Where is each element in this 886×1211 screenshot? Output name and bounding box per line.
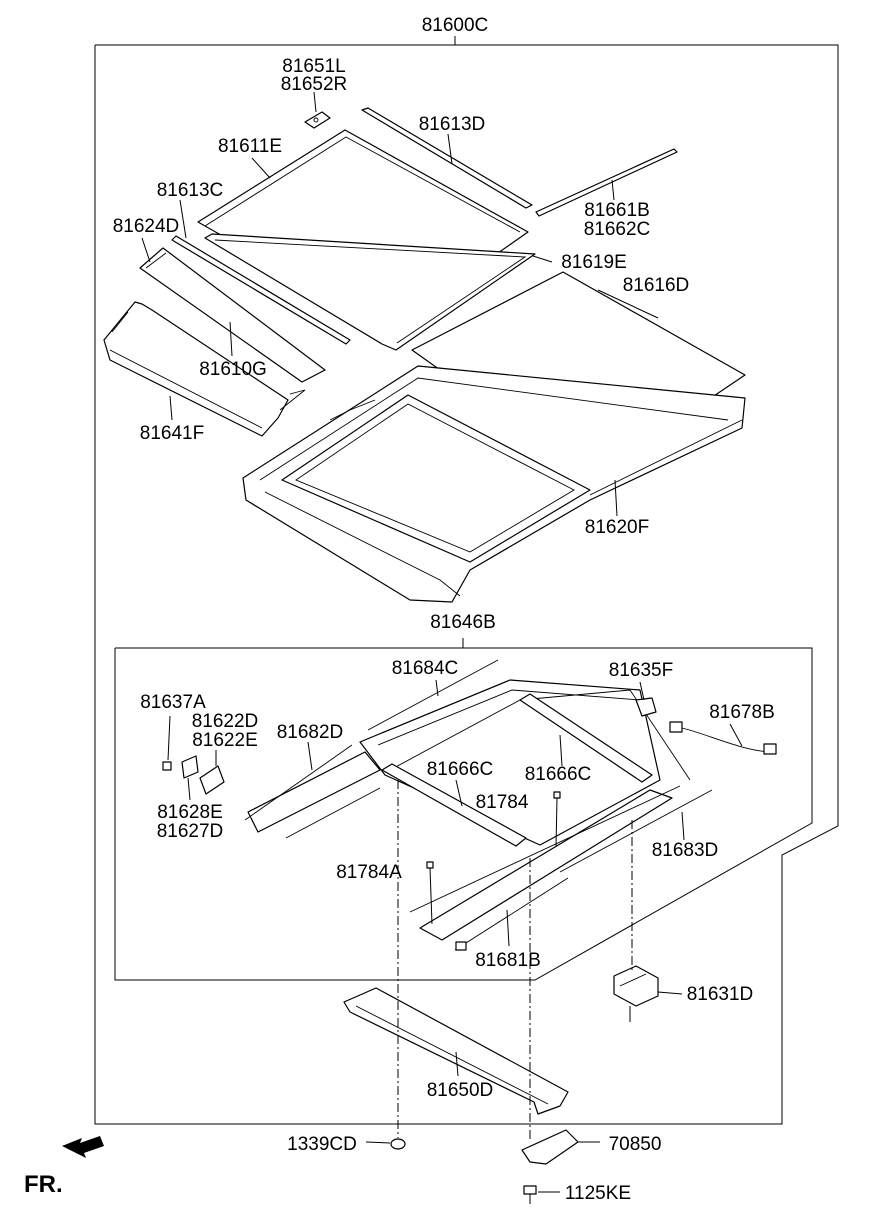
part-label-81666c-right: 81666C bbox=[525, 764, 592, 785]
bracket-70850 bbox=[521, 1129, 600, 1165]
weatherstrip-81613d bbox=[361, 107, 533, 209]
part-label-81652r: 81652R bbox=[281, 74, 348, 95]
part-label-81619e: 81619E bbox=[561, 252, 627, 273]
part-label-81637a: 81637A bbox=[140, 692, 206, 713]
part-label-81662c: 81662C bbox=[584, 219, 651, 240]
bracket-81651 bbox=[304, 91, 331, 129]
front-arrow-icon bbox=[62, 1136, 104, 1158]
molding-81661 bbox=[535, 148, 678, 217]
part-label-1339cd: 1339CD bbox=[287, 1134, 357, 1155]
part-label-81628e: 81628E bbox=[157, 802, 223, 823]
part-label-81627d: 81627D bbox=[157, 821, 224, 842]
main-frame-81620f bbox=[242, 365, 746, 603]
cross-member-81650d bbox=[343, 987, 569, 1115]
mechanism-subassembly-frame bbox=[114, 638, 813, 981]
cable-81684c bbox=[367, 659, 499, 731]
part-label-81622d: 81622D bbox=[192, 711, 259, 732]
mechanism bbox=[162, 659, 777, 951]
part-label-81683d: 81683D bbox=[652, 840, 719, 861]
part-label-81616d: 81616D bbox=[623, 275, 690, 296]
part-label-81650d: 81650D bbox=[427, 1080, 494, 1101]
rail-81682d bbox=[244, 741, 381, 839]
crossbar-81666c-left bbox=[381, 763, 527, 847]
bolt-81784 bbox=[553, 791, 561, 847]
link-81628e bbox=[181, 755, 199, 801]
wind-deflector-81641f bbox=[103, 301, 306, 437]
strip-81610g bbox=[229, 321, 233, 357]
part-label-81624d: 81624D bbox=[113, 216, 180, 237]
bracket-81635f bbox=[635, 681, 657, 717]
subassembly-label: 81646B bbox=[430, 612, 496, 633]
lower-parts bbox=[343, 780, 683, 1204]
part-label-81651l: 81651L bbox=[282, 56, 345, 77]
part-label-81635f: 81635F bbox=[609, 660, 673, 681]
assembly-title: 81600C bbox=[422, 15, 489, 36]
part-label-81641f: 81641F bbox=[140, 423, 204, 444]
labels: 81600C 81646B 81651L 81652R 81613D 81611… bbox=[113, 15, 775, 1204]
part-label-81784: 81784 bbox=[476, 792, 529, 813]
cable-81681b bbox=[454, 877, 569, 951]
harness-81678b bbox=[669, 721, 777, 755]
part-label-81610g: 81610G bbox=[199, 359, 267, 380]
rail-81683d bbox=[409, 785, 713, 941]
part-label-81613d: 81613D bbox=[419, 114, 486, 135]
front-direction-indicator: FR. bbox=[24, 1136, 104, 1198]
outer-assembly-frame bbox=[94, 36, 839, 1125]
strip-81613c bbox=[171, 199, 351, 345]
part-label-81682d: 81682D bbox=[277, 722, 344, 743]
part-label-81678b: 81678B bbox=[709, 702, 775, 723]
part-label-81661b: 81661B bbox=[584, 200, 650, 221]
deflector-81624d bbox=[139, 237, 326, 383]
part-label-81666c-left: 81666C bbox=[427, 759, 494, 780]
part-label-81620f: 81620F bbox=[585, 517, 649, 538]
part-label-81681b: 81681B bbox=[475, 950, 541, 971]
part-label-81613c: 81613C bbox=[157, 180, 224, 201]
crossbar-81666c-right bbox=[519, 693, 653, 783]
part-label-81631d: 81631D bbox=[687, 984, 754, 1005]
clip-81637a bbox=[162, 715, 172, 771]
part-label-81784a: 81784A bbox=[336, 862, 402, 883]
seal-81619e bbox=[204, 233, 553, 351]
part-label-1125ke: 1125KE bbox=[565, 1183, 631, 1204]
motor-81631d bbox=[613, 965, 683, 1022]
bolt-81784a bbox=[426, 861, 434, 925]
upper-panels bbox=[103, 91, 746, 603]
bracket-81622 bbox=[199, 750, 225, 795]
part-label-81622e: 81622E bbox=[192, 730, 258, 751]
bolt-1125ke bbox=[523, 1185, 560, 1204]
part-label-81611e: 81611E bbox=[218, 136, 282, 157]
front-label: FR. bbox=[24, 1171, 63, 1198]
nut-1339cd bbox=[365, 1138, 406, 1150]
part-label-70850: 70850 bbox=[609, 1134, 662, 1155]
part-label-81684c: 81684C bbox=[392, 658, 459, 679]
